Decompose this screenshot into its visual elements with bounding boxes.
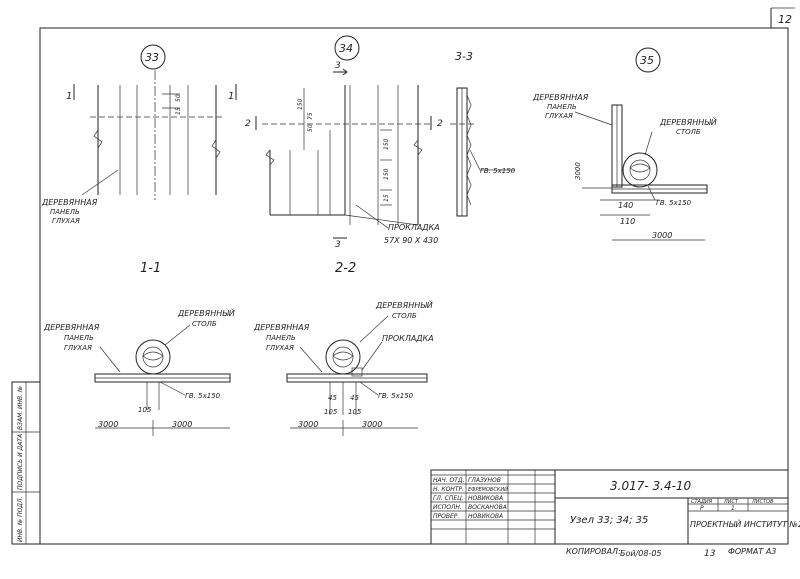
lower-left-dim-3000-a: 3000 bbox=[98, 420, 118, 429]
page-number: 13 bbox=[704, 549, 716, 559]
title-sheet: 1 bbox=[731, 505, 735, 512]
node-35-dim-140: 140 bbox=[618, 201, 633, 210]
lower-left-dim-3000-b: 3000 bbox=[172, 420, 192, 429]
node-34-dim-150-b: 150 bbox=[383, 168, 390, 180]
cut-1-left: 1 bbox=[66, 91, 72, 102]
lower-middle-post-word: СТОЛБ bbox=[392, 312, 417, 320]
lower-middle-node: ДЕРЕВЯННАЯ ПАНЕЛЬ ГЛУХАЯ ДЕРЕВЯННЫЙ СТОЛ… bbox=[253, 299, 434, 436]
node-35-view: 35 ДЕРЕВЯННАЯ ПАНЕЛЬ ГЛУХАЯ ДЕРЕВЯННЫЙ С… bbox=[532, 47, 717, 241]
lower-left-blind-word: ГЛУХАЯ bbox=[64, 344, 92, 352]
side-stamp-inv: ИНВ. № ПОДЛ. bbox=[17, 496, 24, 542]
lower-middle-gasket-label: ПРОКЛАДКА bbox=[382, 334, 434, 343]
node-35-nail: ГВ. 5х150 bbox=[656, 199, 692, 207]
title-code: 3.017- 3.4-10 bbox=[610, 479, 692, 493]
lower-left-panel-label: ДЕРЕВЯННАЯ bbox=[43, 323, 100, 332]
node-35-dim-3000-v: 3000 bbox=[574, 162, 582, 180]
title-role-3: ИСПОЛН. bbox=[433, 504, 462, 511]
node-35-label: 35 bbox=[640, 54, 654, 67]
section-2-2-label: 2-2 bbox=[335, 261, 356, 276]
title-name-3: ВОСКАНОВА bbox=[468, 504, 507, 511]
node-35-dim-110: 110 bbox=[620, 217, 635, 226]
title-name-0: ГЛАЗУНОВ bbox=[468, 477, 501, 484]
node-33-blind-word: ГЛУХАЯ bbox=[52, 217, 80, 225]
copied-label: КОПИРОВАЛ: bbox=[566, 547, 621, 556]
section-3-3-label: 3-3 bbox=[455, 50, 473, 63]
node-35-panel-label: ДЕРЕВЯННАЯ bbox=[532, 93, 589, 102]
lower-middle-dim-3000-a: 3000 bbox=[298, 420, 318, 429]
title-stage-label: СТАДИЯ bbox=[691, 499, 713, 505]
title-sheets-label: ЛИСТОВ bbox=[751, 499, 774, 505]
lower-middle-dim-105-b: 105 bbox=[348, 408, 362, 416]
node-34-dim-50: 50 bbox=[307, 124, 314, 132]
lower-middle-dim-3000-b: 3000 bbox=[362, 420, 382, 429]
lower-middle-panel-word: ПАНЕЛЬ bbox=[266, 334, 296, 342]
cut-1-right: 1 bbox=[228, 91, 234, 102]
lower-middle-nail: ГВ. 5х150 bbox=[378, 392, 414, 400]
side-stamp-sign: ПОДПИСЬ И ДАТА bbox=[17, 434, 24, 490]
bottom-strip: КОПИРОВАЛ: Бой/08-05 13 ФОРМАТ А3 bbox=[566, 547, 776, 559]
node-33-label: 33 bbox=[145, 51, 159, 64]
node-33-view: 33 1 1 50 15 ДЕРЕВЯННАЯ ПАНЕЛЬ ГЛУХАЯ 1-… bbox=[41, 44, 237, 276]
title-role-2: ГЛ. СПЕЦ. bbox=[433, 495, 464, 502]
lower-left-post-label: ДЕРЕВЯННЫЙ bbox=[177, 307, 235, 318]
sheet-number: 12 bbox=[778, 13, 792, 26]
section-1-1-label: 1-1 bbox=[140, 261, 161, 276]
title-institute: ПРОЕКТНЫЙ ИНСТИТУТ №2 bbox=[690, 518, 800, 529]
node-35-post-label: ДЕРЕВЯННЫЙ bbox=[659, 116, 717, 127]
lower-middle-dim-105-a: 105 bbox=[324, 408, 338, 416]
node-35-blind-word: ГЛУХАЯ bbox=[545, 112, 573, 120]
cut-2-left: 2 bbox=[245, 119, 251, 129]
node-35-dim-3000-h: 3000 bbox=[652, 231, 672, 240]
node-34-dim-150-a: 150 bbox=[383, 138, 390, 150]
node-33-dim-15: 15 bbox=[175, 107, 182, 115]
title-role-1: Н. КОНТР. bbox=[433, 486, 464, 493]
node-34-label: 34 bbox=[339, 42, 353, 55]
lower-left-panel-word: ПАНЕЛЬ bbox=[64, 334, 94, 342]
node-33-panel-word: ПАНЕЛЬ bbox=[50, 208, 80, 216]
side-stamp-replace: ВЗАМ. ИНВ. № bbox=[17, 386, 24, 430]
cut-2-right: 2 bbox=[437, 119, 443, 129]
lower-left-node: ДЕРЕВЯННАЯ ПАНЕЛЬ ГЛУХАЯ ДЕРЕВЯННЫЙ СТОЛ… bbox=[43, 307, 235, 436]
format-label: ФОРМАТ А3 bbox=[728, 547, 776, 556]
cut-3-bottom: 3 bbox=[335, 240, 341, 250]
node-34-dim-15: 15 bbox=[383, 194, 390, 202]
lower-left-nail: ГВ. 5х150 bbox=[185, 392, 221, 400]
copied-sign: Бой/08-05 bbox=[620, 549, 662, 558]
lower-middle-blind-word: ГЛУХАЯ bbox=[266, 344, 294, 352]
title-name-2: НОВИКОВА bbox=[468, 495, 503, 502]
node-33-dim-50: 50 bbox=[175, 94, 182, 102]
lower-left-dim-105: 105 bbox=[138, 406, 152, 414]
node-34-dim-150-top: 150 bbox=[297, 98, 304, 110]
title-sheet-label: ЛИСТ bbox=[723, 499, 739, 505]
sheet-frame: 12 bbox=[39, 7, 795, 545]
cut-3-top: 3 bbox=[335, 61, 341, 71]
title-role-4: ПРОВЕР. bbox=[433, 513, 459, 520]
title-main: Узел 33; 34; 35 bbox=[570, 515, 648, 526]
node-35-panel-word: ПАНЕЛЬ bbox=[547, 103, 577, 111]
side-stamp: ИНВ. № ПОДЛ. ПОДПИСЬ И ДАТА ВЗАМ. ИНВ. № bbox=[11, 381, 41, 545]
node-35-post-word: СТОЛБ bbox=[676, 128, 701, 136]
section-3-3-nail: ГВ. 5х150 bbox=[480, 167, 516, 175]
lower-left-post-word: СТОЛБ bbox=[192, 320, 217, 328]
title-name-4: НОВИКОВА bbox=[468, 513, 503, 520]
lower-middle-post-label: ДЕРЕВЯННЫЙ bbox=[375, 299, 433, 310]
section-3-3-view: 3-3 ГВ. 5х150 bbox=[450, 50, 516, 217]
title-name-1: ЕФРЕМОВСКИЙ bbox=[468, 486, 508, 493]
node-33-panel-label: ДЕРЕВЯННАЯ bbox=[41, 198, 98, 207]
node-34-view: 34 3 3 2 2 150 50 75 150 150 1 bbox=[245, 35, 443, 276]
node-34-gasket-size: 57Х 90 Х 430 bbox=[384, 236, 438, 245]
title-stage: Р bbox=[700, 505, 704, 512]
node-34-dim-75: 75 bbox=[307, 112, 314, 120]
lower-middle-dim-45-b: 45 bbox=[350, 394, 359, 402]
lower-middle-dim-45-a: 45 bbox=[328, 394, 337, 402]
title-role-0: НАЧ. ОТД. bbox=[433, 477, 465, 484]
node-34-gasket-label: ПРОКЛАДКА bbox=[388, 223, 440, 232]
title-block: НАЧ. ОТД. Н. КОНТР. ГЛ. СПЕЦ. ИСПОЛН. ПР… bbox=[430, 469, 800, 545]
lower-middle-panel-label: ДЕРЕВЯННАЯ bbox=[253, 323, 310, 332]
